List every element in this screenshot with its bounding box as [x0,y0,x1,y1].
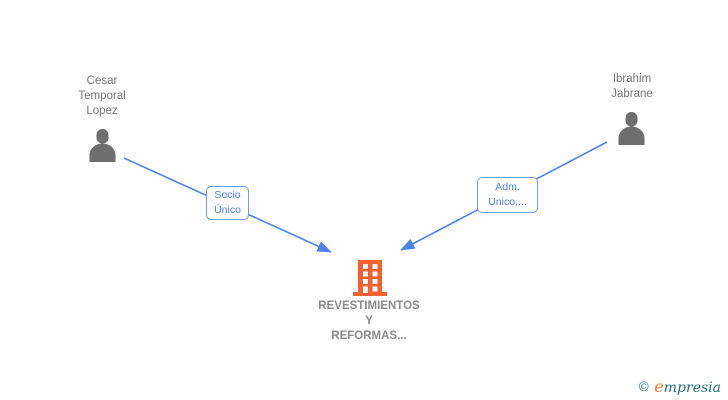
edge-label-adm-unico[interactable]: Adm. Unico,... [477,177,538,213]
building-icon[interactable] [353,260,387,296]
edge-label-socio-unico[interactable]: Socio Único [206,186,249,220]
brand-logo-text-rest: mpresia [663,380,721,396]
copyright-icon: © [637,380,651,395]
person-icon[interactable] [88,129,117,162]
brand-watermark: ©empresia [637,377,721,396]
node-label-company[interactable]: REVESTIMIENTOS Y REFORMAS... [318,300,420,342]
person-icon[interactable] [617,112,646,145]
node-label-person-left[interactable]: Cesar Temporal Lopez [78,75,126,117]
node-label-person-right[interactable]: Ibrahim Jabrane [611,73,653,100]
brand-logo-text: e [654,377,664,396]
